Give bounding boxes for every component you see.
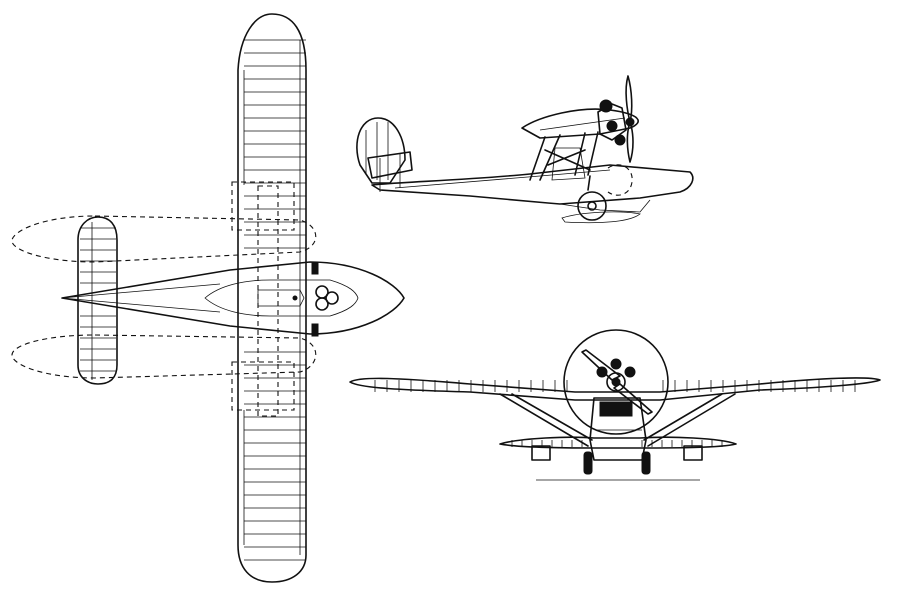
plan-wing-ribs bbox=[244, 39, 306, 561]
side-wheel bbox=[577, 175, 607, 221]
front-wing bbox=[349, 377, 881, 401]
side-fin bbox=[356, 117, 406, 184]
front-view bbox=[349, 329, 881, 481]
side-view bbox=[356, 75, 694, 224]
front-propeller bbox=[581, 349, 653, 415]
side-hull bbox=[371, 164, 694, 205]
front-wing-ribs bbox=[374, 380, 856, 392]
front-stub-wing bbox=[499, 436, 737, 449]
plan-float-lower bbox=[11, 334, 317, 379]
side-propeller bbox=[625, 75, 635, 163]
top-view bbox=[11, 13, 405, 583]
front-float-right bbox=[683, 445, 703, 461]
side-float bbox=[561, 211, 641, 224]
plan-tailplane bbox=[77, 216, 118, 385]
side-struts bbox=[529, 131, 599, 181]
front-float-left bbox=[531, 445, 551, 461]
plan-fuselage bbox=[61, 261, 405, 335]
front-wheel-right bbox=[641, 451, 651, 475]
front-wheel-left bbox=[583, 451, 593, 475]
plan-engine bbox=[292, 261, 339, 337]
front-propeller-disc bbox=[563, 329, 669, 435]
side-engine bbox=[597, 99, 627, 146]
plan-float-upper bbox=[11, 215, 317, 263]
plan-wing-outline bbox=[237, 13, 307, 583]
plan-tail-ribs bbox=[80, 227, 116, 372]
